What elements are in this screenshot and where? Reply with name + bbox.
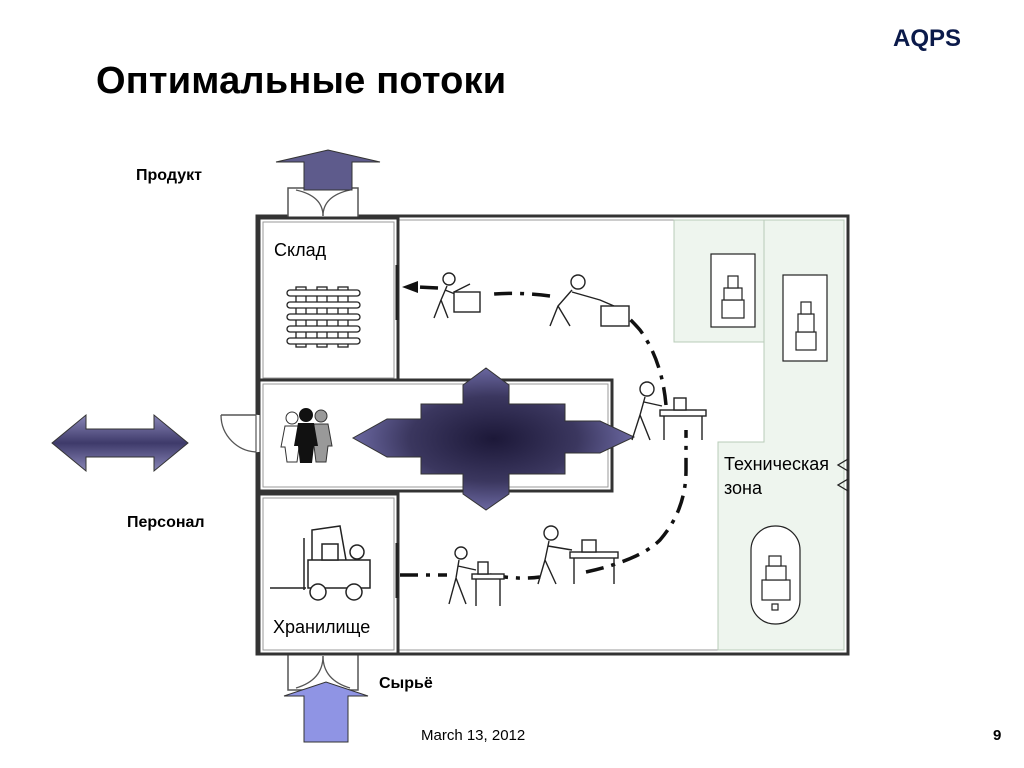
tech-zone-label-line1: Техническая xyxy=(724,454,830,474)
warehouse-room xyxy=(257,216,400,384)
personnel-label: Персонал xyxy=(127,514,205,531)
product-out-arrow xyxy=(275,149,381,191)
brand-logo: AQPS xyxy=(893,25,962,52)
people-group-icon xyxy=(280,408,333,463)
tech-door-chevrons xyxy=(836,458,849,492)
product-door xyxy=(287,187,359,219)
slide-title: Оптимальные потоки xyxy=(96,60,507,102)
personnel-door xyxy=(220,414,260,453)
page-number: 9 xyxy=(993,727,1002,744)
flow-arrowhead xyxy=(402,281,418,293)
warehouse-label: Склад xyxy=(274,240,327,260)
equipment-column-icon xyxy=(782,274,828,362)
product-label: Продукт xyxy=(136,167,202,184)
center-cross-arrow xyxy=(351,367,636,511)
raw-label: Сырьё xyxy=(379,675,433,692)
forklift-icon xyxy=(270,525,371,601)
footer-date: March 13, 2012 xyxy=(421,727,526,744)
raw-in-arrow xyxy=(283,681,369,743)
worker-bending-icon xyxy=(549,274,630,327)
worker-conveyor-icon xyxy=(631,381,707,441)
equipment-tank-icon xyxy=(750,525,801,625)
tech-zone-label-line2: зона xyxy=(724,478,763,498)
equipment-unit-icon xyxy=(710,253,756,328)
pallet-rack-icon xyxy=(286,286,361,348)
worker-table-icon xyxy=(537,525,619,585)
worker-station-icon xyxy=(448,546,505,606)
worker-box-icon xyxy=(433,272,481,319)
personnel-double-arrow xyxy=(51,413,189,473)
storage-label: Хранилище xyxy=(273,617,371,637)
